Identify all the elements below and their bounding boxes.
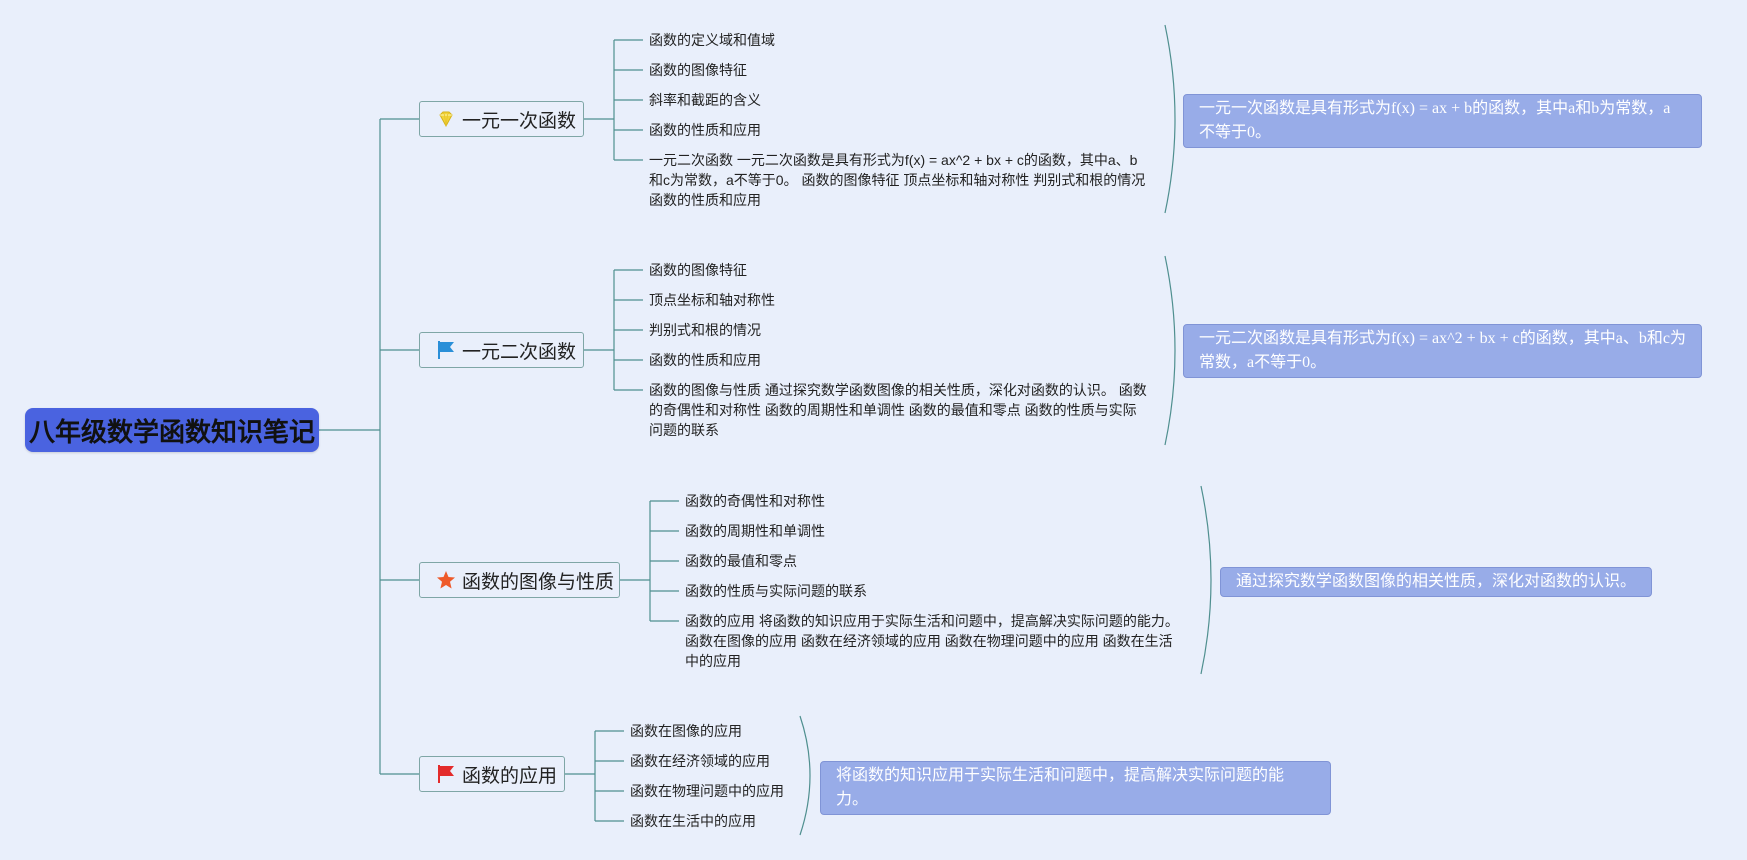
- leaf-topic[interactable]: 顶点坐标和轴对称性: [649, 292, 775, 308]
- leaf-topic[interactable]: 函数在经济领域的应用: [630, 753, 770, 769]
- leaf-topic[interactable]: 函数在物理问题中的应用: [630, 783, 784, 799]
- leaf-topic[interactable]: 函数的性质和应用: [649, 122, 761, 138]
- leaf-topic[interactable]: 函数的图像与性质 通过探究数学函数图像的相关性质，深化对函数的认识。 函数的奇偶…: [649, 382, 1147, 438]
- branch-topic-2[interactable]: 一元二次函数: [419, 332, 584, 368]
- leaf-topic[interactable]: 函数在生活中的应用: [630, 813, 756, 829]
- leaf-topic[interactable]: 一元二次函数 一元二次函数是具有形式为f(x) = ax^2 + bx + c的…: [649, 152, 1146, 208]
- leaf-topic[interactable]: 函数的图像特征: [649, 262, 747, 278]
- summary-bracket: [1200, 485, 1212, 675]
- leaf-topic[interactable]: 函数的最值和零点: [685, 553, 797, 569]
- summary-bracket: [1164, 24, 1176, 214]
- star-icon: [436, 570, 456, 590]
- leaf-topic[interactable]: 函数的性质与实际问题的联系: [685, 583, 867, 599]
- branch-topic-1[interactable]: 一元一次函数: [419, 101, 584, 137]
- summary-topic-4[interactable]: 将函数的知识应用于实际生活和问题中，提高解决实际问题的能力。: [820, 761, 1331, 815]
- leaf-topic[interactable]: 函数的性质和应用: [649, 352, 761, 368]
- branch-label: 函数的图像与性质: [462, 571, 615, 593]
- branch-label: 一元一次函数: [462, 110, 577, 132]
- flag-icon: [436, 340, 456, 360]
- summary-topic-2[interactable]: 一元二次函数是具有形式为f(x) = ax^2 + bx + c的函数，其中a、…: [1183, 324, 1702, 378]
- summary-bracket: [799, 715, 811, 836]
- leaf-topic[interactable]: 函数的图像特征: [649, 62, 747, 78]
- branch-topic-4[interactable]: 函数的应用: [419, 756, 565, 792]
- gem-icon: [436, 109, 456, 129]
- flag-icon: [436, 764, 456, 784]
- leaf-topic[interactable]: 函数的奇偶性和对称性: [685, 493, 825, 509]
- summary-topic-1[interactable]: 一元一次函数是具有形式为f(x) = ax + b的函数，其中a和b为常数，a不…: [1183, 94, 1702, 148]
- branch-label: 一元二次函数: [462, 341, 577, 363]
- leaf-topic[interactable]: 函数的周期性和单调性: [685, 523, 825, 539]
- summary-topic-3[interactable]: 通过探究数学函数图像的相关性质，深化对函数的认识。: [1220, 567, 1652, 597]
- summary-bracket: [1164, 255, 1176, 446]
- leaf-topic[interactable]: 函数在图像的应用: [630, 723, 742, 739]
- root-topic[interactable]: 八年级数学函数知识笔记: [25, 408, 319, 452]
- branch-label: 函数的应用: [462, 765, 558, 787]
- leaf-topic[interactable]: 函数的定义域和值域: [649, 32, 775, 48]
- leaf-topic[interactable]: 判别式和根的情况: [649, 322, 761, 338]
- leaf-topic[interactable]: 函数的应用 将函数的知识应用于实际生活和问题中，提高解决实际问题的能力。 函数在…: [685, 613, 1179, 669]
- branch-topic-3[interactable]: 函数的图像与性质: [419, 562, 620, 598]
- leaf-topic[interactable]: 斜率和截距的含义: [649, 92, 761, 108]
